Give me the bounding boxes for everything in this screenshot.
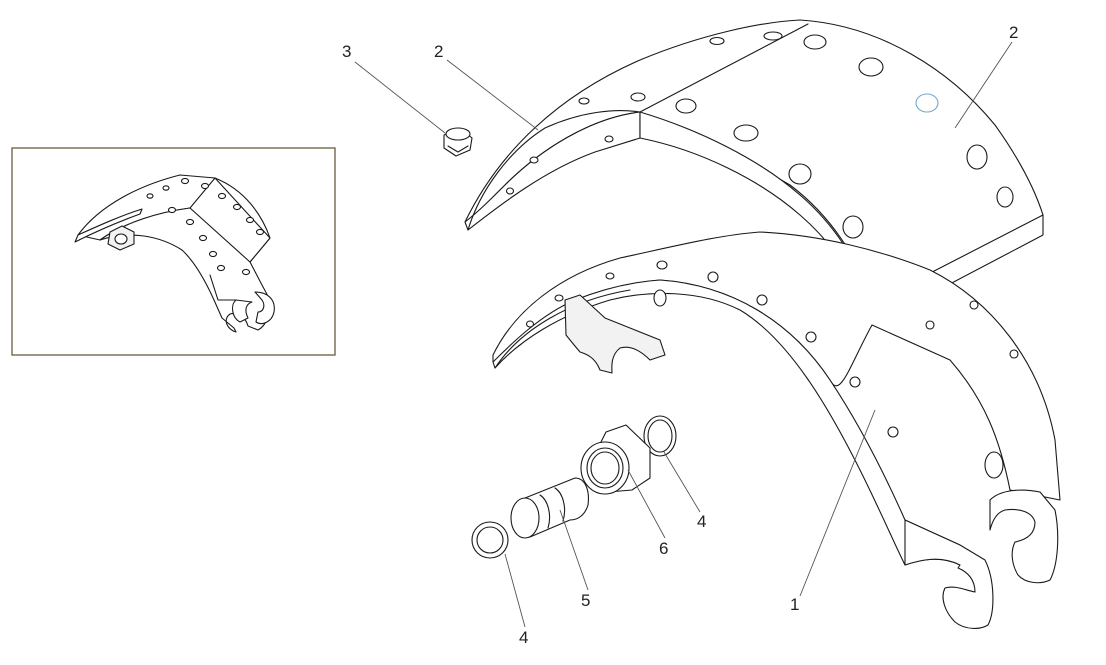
callout-2-right: 2 bbox=[1009, 23, 1018, 42]
callout-5: 5 bbox=[581, 591, 590, 610]
callout-4-right: 4 bbox=[697, 512, 706, 531]
retaining-ring-part-4-right bbox=[643, 415, 677, 457]
retaining-ring-part-4-left bbox=[471, 521, 509, 559]
callout-6: 6 bbox=[659, 539, 668, 558]
callout-4-left: 4 bbox=[519, 628, 528, 647]
inset-brake-shoe bbox=[74, 174, 275, 333]
assembled-view-inset bbox=[11, 147, 336, 356]
brake-shoe-part-1 bbox=[492, 231, 1061, 629]
leader-5 bbox=[559, 509, 589, 591]
callout-1: 1 bbox=[790, 595, 799, 614]
leader-1 bbox=[799, 409, 876, 597]
rivet-part-3 bbox=[443, 127, 473, 157]
callout-labels: 3 2 2 1 4 6 5 4 bbox=[342, 23, 1018, 647]
pin-part-5 bbox=[510, 477, 589, 539]
callout-2-left: 2 bbox=[434, 42, 443, 61]
leader-lines bbox=[354, 41, 1013, 628]
leader-2-right bbox=[954, 41, 1013, 129]
bushing-part-6 bbox=[580, 424, 651, 495]
inset-lining-holes bbox=[146, 177, 265, 276]
leader-4-left bbox=[504, 553, 526, 628]
leader-2-left bbox=[446, 59, 539, 131]
leader-6 bbox=[627, 469, 666, 539]
anchor-lug-right bbox=[989, 489, 1059, 584]
callout-3: 3 bbox=[342, 42, 351, 61]
shoe-holes bbox=[525, 260, 1019, 479]
anchor-lug-left bbox=[904, 519, 994, 629]
leader-4-right bbox=[663, 451, 701, 513]
pivot-lug bbox=[564, 294, 666, 374]
leader-3 bbox=[354, 61, 446, 134]
